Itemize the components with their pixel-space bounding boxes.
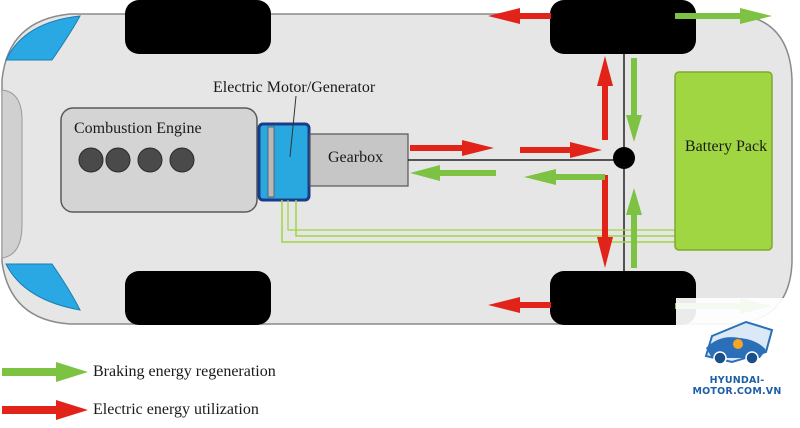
legend-utilization-label: Electric energy utilization <box>93 401 259 418</box>
red-arrow-to-rear-right-wheel <box>488 297 551 313</box>
legend-regeneration-label: Braking energy regeneration <box>93 363 276 380</box>
wheel-front-right <box>125 271 271 325</box>
wheel-rear-right <box>550 271 696 325</box>
motor-rotor <box>267 126 275 198</box>
motor-pointer-line <box>289 95 297 158</box>
power-cable <box>295 200 676 237</box>
power-cable <box>281 200 676 243</box>
motor-generator-box <box>257 122 311 202</box>
front-bumper <box>1 89 23 259</box>
green-arrow-shaft-back <box>524 169 605 185</box>
red-arrow-to-rear-left-wheel <box>488 8 551 24</box>
front-right-window <box>5 263 81 311</box>
utilization-arrows <box>410 8 613 313</box>
engine-cylinder <box>78 147 104 173</box>
red-arrow-shaft <box>520 142 602 158</box>
red-arrow-axle-up <box>597 56 613 140</box>
engine-cylinder <box>137 147 163 173</box>
battery-pack-label: Battery Pack <box>684 138 768 155</box>
green-arrow-rear-left-wheel <box>675 8 772 24</box>
differential <box>613 147 635 169</box>
front-left-window <box>5 15 81 61</box>
red-arrow-gearbox-out <box>410 140 494 156</box>
legend-green-arrow-icon <box>2 362 88 382</box>
green-arrow-axle-up <box>626 188 642 268</box>
red-arrow-axle-down <box>597 175 613 268</box>
legend-red-arrow-icon <box>2 400 88 420</box>
wheel-rear-left <box>550 0 696 54</box>
gearbox-label: Gearbox <box>328 149 384 166</box>
watermark-text: HYUNDAI-MOTOR.COM.VN <box>692 375 782 397</box>
combustion-engine-label: Combustion Engine <box>74 120 202 137</box>
gearbox-box <box>309 133 409 187</box>
green-arrow-axle-down <box>626 58 642 142</box>
green-arrow-to-gearbox <box>410 165 496 181</box>
power-cable <box>287 200 676 231</box>
engine-cylinder <box>169 147 195 173</box>
watermark-logo <box>676 298 800 423</box>
wheel-front-left <box>125 0 271 54</box>
battery-pack-box <box>674 71 773 251</box>
motor-generator-label: Electric Motor/Generator <box>213 79 376 96</box>
engine-cylinder <box>105 147 131 173</box>
